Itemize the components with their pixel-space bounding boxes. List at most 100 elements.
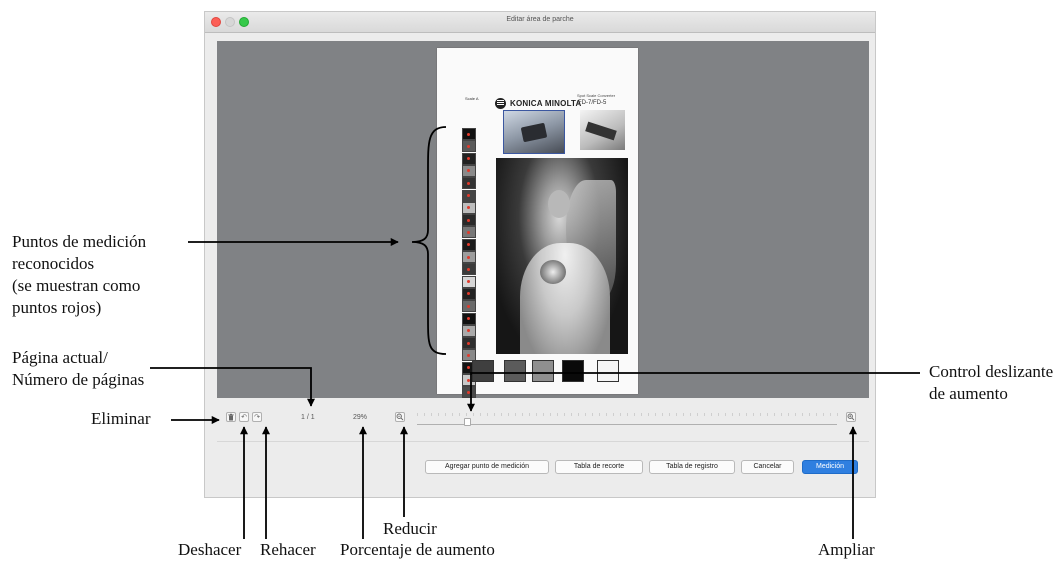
slider-tick bbox=[620, 413, 621, 416]
annotation-zoom-in: Ampliar bbox=[818, 540, 875, 559]
measurement-point-dot[interactable] bbox=[467, 157, 470, 161]
measurement-point-dot[interactable] bbox=[467, 243, 470, 247]
annotation-zoom-out: Reducir bbox=[383, 519, 437, 538]
slider-tick bbox=[578, 413, 579, 416]
measurement-point-dot[interactable] bbox=[467, 206, 470, 210]
device-photo-selected bbox=[503, 110, 565, 154]
measurement-point-dot[interactable] bbox=[467, 353, 470, 357]
slider-tick bbox=[515, 413, 516, 416]
slider-tick bbox=[606, 413, 607, 416]
measurement-point-dot[interactable] bbox=[467, 218, 470, 222]
measurement-point-dot[interactable] bbox=[467, 230, 470, 234]
slider-tick bbox=[648, 413, 649, 416]
zoom-slider-ticks bbox=[417, 413, 838, 423]
slider-tick bbox=[739, 413, 740, 416]
slider-tick bbox=[788, 413, 789, 416]
slider-tick bbox=[690, 413, 691, 416]
cancel-button[interactable]: Cancelar bbox=[741, 460, 794, 474]
measurement-point-dot[interactable] bbox=[467, 280, 470, 284]
title-bar: Editar área de parche bbox=[205, 12, 875, 33]
registration-table-button[interactable]: Tabla de registro bbox=[649, 460, 735, 474]
annotation-delete: Eliminar bbox=[91, 409, 151, 428]
zoom-slider-thumb[interactable] bbox=[464, 418, 472, 426]
measurement-point-dot[interactable] bbox=[467, 255, 470, 259]
zoom-window-icon[interactable] bbox=[239, 17, 249, 27]
slider-tick bbox=[494, 413, 495, 416]
slider-tick bbox=[830, 413, 831, 416]
brand-logo-icon bbox=[495, 97, 506, 109]
measurement-point-dot[interactable] bbox=[467, 329, 470, 333]
add-measurement-point-button[interactable]: Agregar punto de medición bbox=[425, 460, 549, 474]
measurement-point-dot[interactable] bbox=[467, 132, 470, 136]
undo-icon[interactable]: ↶ bbox=[239, 412, 249, 422]
slider-tick bbox=[774, 413, 775, 416]
slider-tick bbox=[557, 413, 558, 416]
chart-page: Scale A KONICA MINOLTA Spot Scale Conver… bbox=[437, 48, 638, 399]
measurement-point-dot[interactable] bbox=[467, 267, 470, 271]
preview-viewport[interactable]: Scale A KONICA MINOLTA Spot Scale Conver… bbox=[217, 41, 869, 399]
zoom-in-icon[interactable] bbox=[846, 412, 856, 422]
measurement-point-dot[interactable] bbox=[467, 169, 470, 173]
measurement-point-dot[interactable] bbox=[467, 390, 470, 394]
measurement-point-dot[interactable] bbox=[467, 366, 470, 370]
gray-swatch bbox=[504, 360, 526, 382]
slider-tick bbox=[592, 413, 593, 416]
slider-tick bbox=[809, 413, 810, 416]
gray-swatch bbox=[532, 360, 554, 382]
measurement-point-dot[interactable] bbox=[467, 317, 470, 320]
slider-tick bbox=[767, 413, 768, 416]
scale-label: Scale A bbox=[465, 96, 479, 101]
separator bbox=[217, 441, 869, 442]
model-subtitle: Spot Scale Converter bbox=[577, 93, 616, 98]
slider-tick bbox=[837, 413, 838, 416]
minimize-window-icon[interactable] bbox=[225, 17, 235, 27]
measurement-point-dot[interactable] bbox=[467, 144, 470, 148]
gray-swatch bbox=[472, 360, 494, 382]
trash-icon[interactable] bbox=[226, 412, 236, 422]
slider-tick bbox=[480, 413, 481, 416]
slider-tick bbox=[760, 413, 761, 416]
window-title: Editar área de parche bbox=[506, 16, 574, 23]
measurement-point-dot[interactable] bbox=[467, 292, 470, 296]
slider-tick bbox=[718, 413, 719, 416]
zoom-percent: 29% bbox=[353, 414, 368, 421]
slider-tick bbox=[466, 413, 467, 416]
close-window-icon[interactable] bbox=[211, 17, 221, 27]
slider-tick bbox=[683, 413, 684, 416]
slider-tick bbox=[753, 413, 754, 416]
slider-tick bbox=[452, 413, 453, 416]
annotation-page-indicator: Página actual/ Número de páginas bbox=[12, 348, 145, 389]
slider-tick bbox=[599, 413, 600, 416]
slider-tick bbox=[459, 413, 460, 416]
slider-tick bbox=[697, 413, 698, 416]
measurement-strip bbox=[462, 128, 476, 401]
annotation-undo: Deshacer bbox=[178, 540, 242, 559]
slider-tick bbox=[641, 413, 642, 416]
measurement-point-dot[interactable] bbox=[467, 304, 470, 308]
zoom-out-icon[interactable] bbox=[395, 412, 405, 422]
crop-table-button[interactable]: Tabla de recorte bbox=[555, 460, 643, 474]
black-swatch bbox=[562, 360, 584, 382]
measure-button[interactable]: Medición bbox=[802, 460, 858, 474]
measurement-point-dot[interactable] bbox=[467, 378, 470, 382]
slider-tick bbox=[543, 413, 544, 416]
slider-tick bbox=[585, 413, 586, 416]
slider-tick bbox=[417, 413, 418, 416]
slider-tick bbox=[627, 413, 628, 416]
slider-tick bbox=[550, 413, 551, 416]
slider-tick bbox=[501, 413, 502, 416]
measurement-point-dot[interactable] bbox=[467, 341, 470, 345]
measurement-point-dot[interactable] bbox=[467, 194, 470, 197]
measurement-point-dot[interactable] bbox=[467, 181, 470, 185]
slider-tick bbox=[613, 413, 614, 416]
zoom-slider[interactable] bbox=[417, 424, 837, 425]
slider-tick bbox=[781, 413, 782, 416]
slider-tick bbox=[816, 413, 817, 416]
bride-photo bbox=[496, 158, 628, 354]
slider-tick bbox=[508, 413, 509, 416]
patch-edit-window: Editar área de parche Scale A KONICA MIN… bbox=[205, 12, 875, 497]
redo-icon[interactable]: ↷ bbox=[252, 412, 262, 422]
annotation-measurement-points: Puntos de medición reconocidos (se muest… bbox=[12, 232, 147, 317]
slider-tick bbox=[802, 413, 803, 416]
slider-tick bbox=[438, 413, 439, 416]
